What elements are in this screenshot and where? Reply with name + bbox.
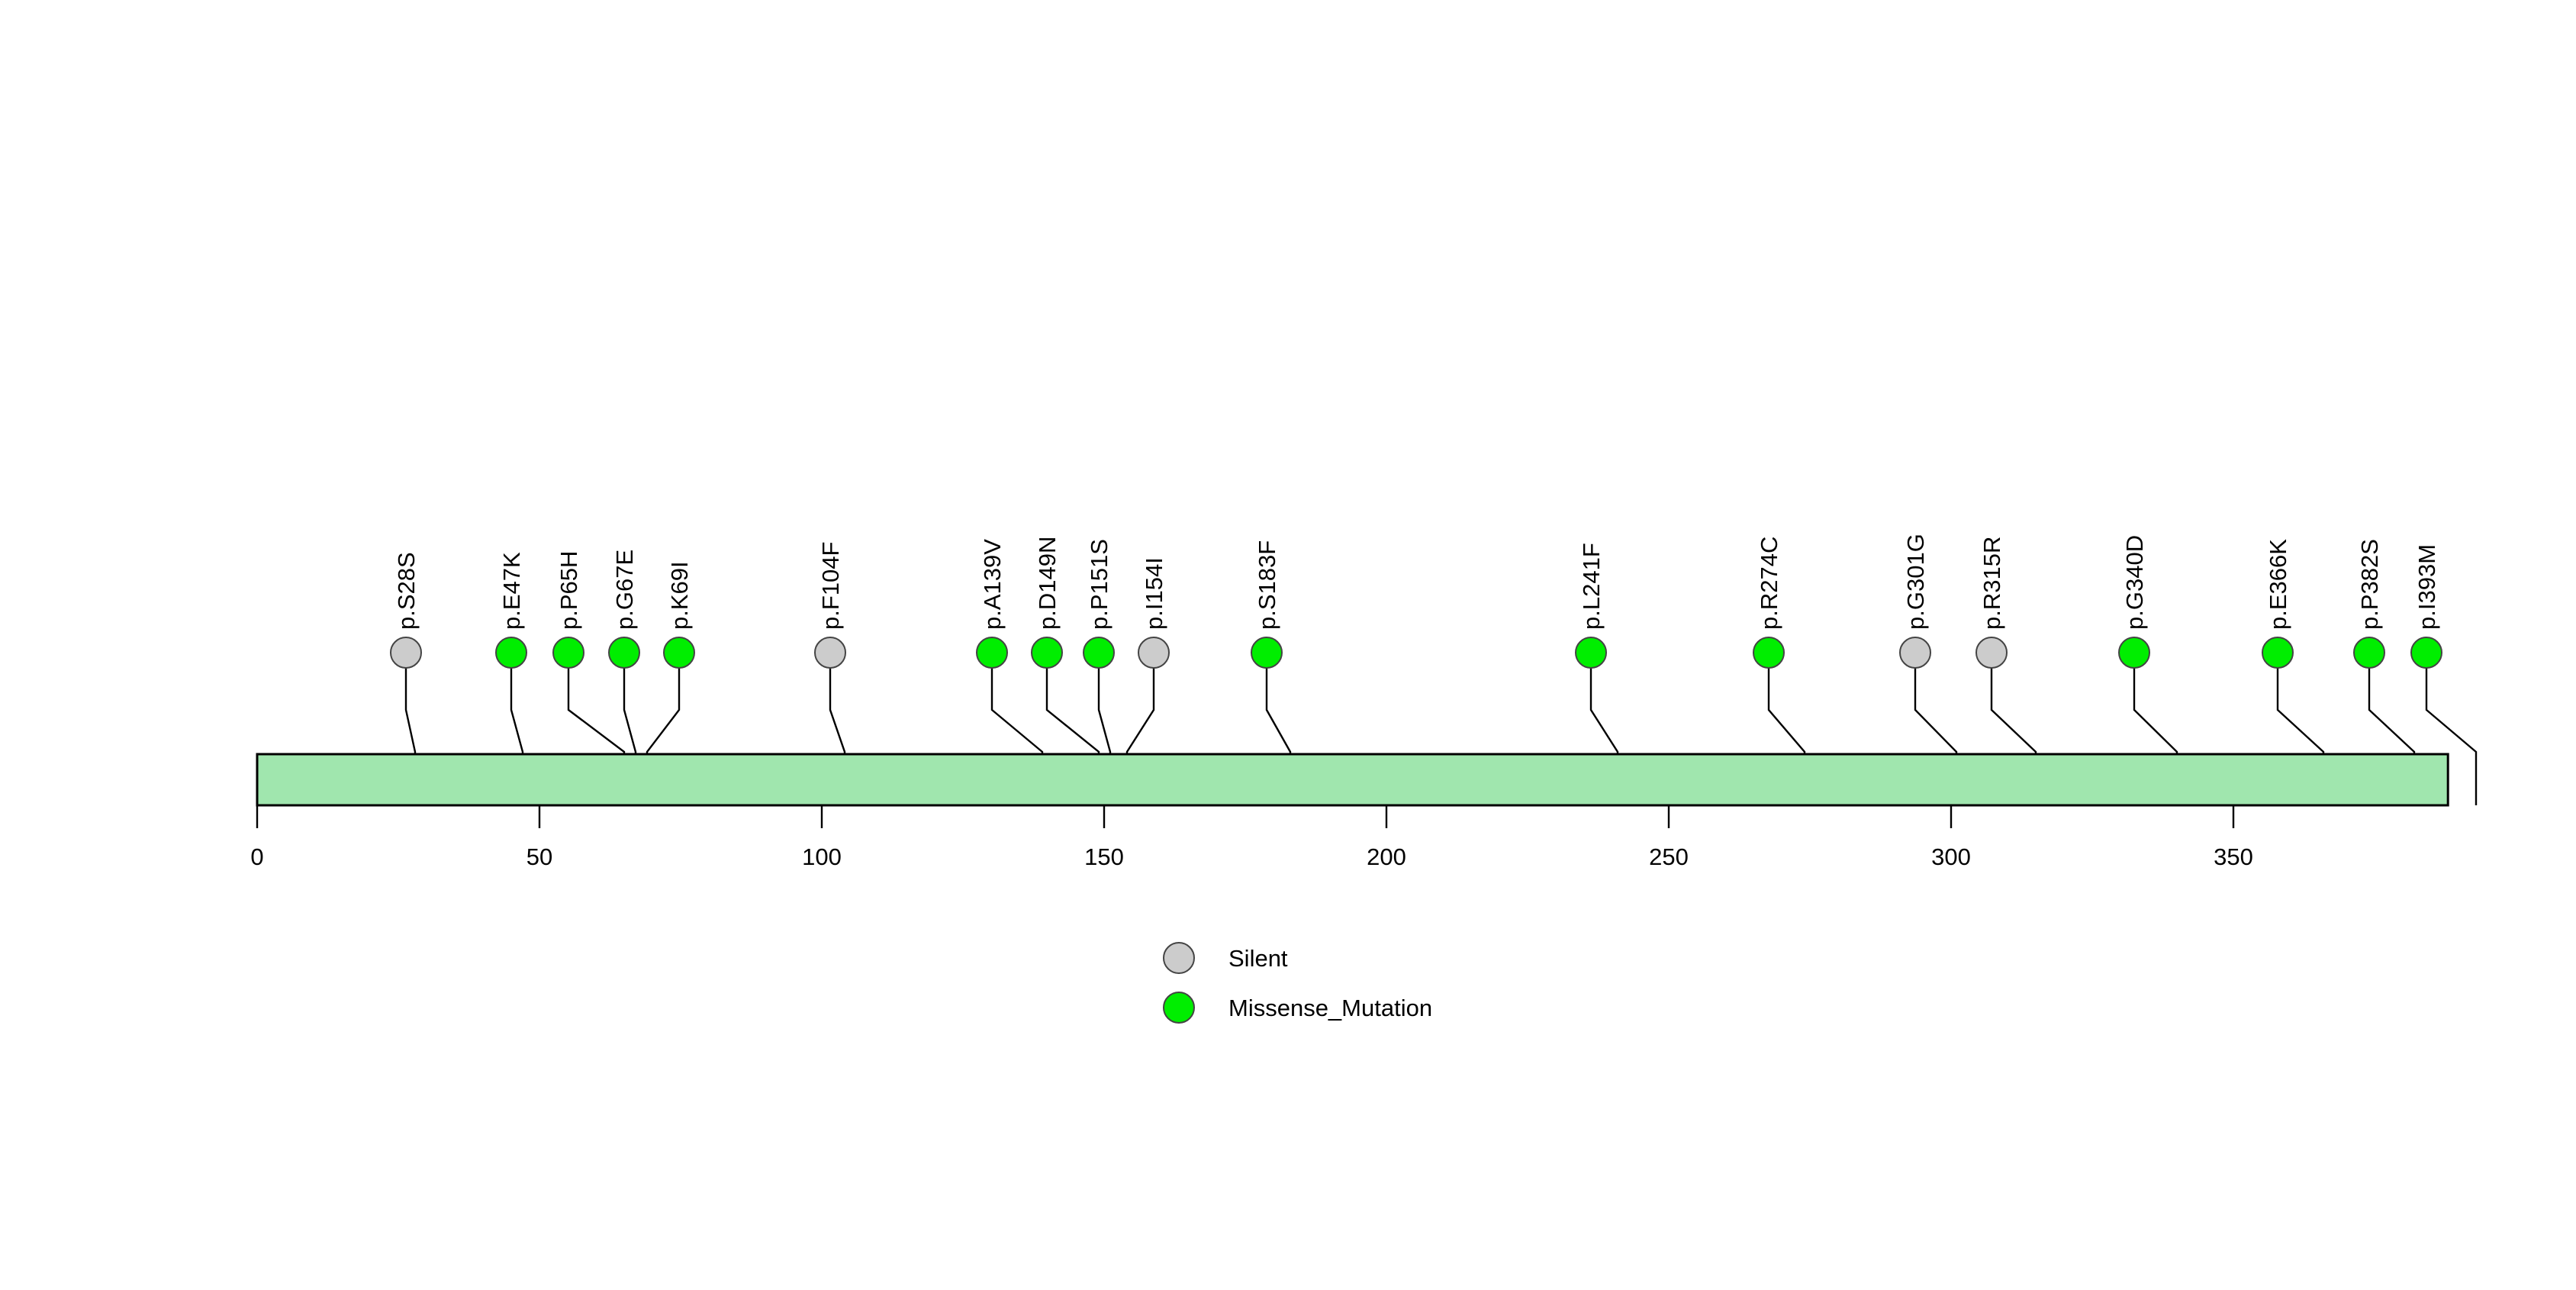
lollipop-head[interactable] — [976, 637, 1008, 669]
x-axis-group: 0 50 100 150 200 250 300 350 — [250, 805, 2253, 870]
mutation-label: p.I393M — [2413, 544, 2440, 630]
lollipop-head[interactable] — [552, 637, 584, 669]
legend-swatch[interactable] — [1163, 992, 1195, 1024]
lollipop-head[interactable] — [1251, 637, 1283, 669]
axis-tick-label: 50 — [526, 843, 552, 870]
mutation-label: p.S28S — [393, 552, 420, 630]
mutation-label: p.E47K — [498, 552, 525, 630]
lollipop-head[interactable] — [1575, 637, 1607, 669]
mutation-labels-group: p.S28S p.E47K p.P65H p.G67E p.K69I p.F104F p.A… — [393, 534, 2440, 630]
lollipop-head[interactable] — [608, 637, 640, 669]
legend-label: Missense_Mutation — [1228, 995, 1432, 1021]
mutation-label: p.P65H — [555, 551, 582, 630]
mutation-label: p.S183F — [1254, 540, 1280, 630]
lollipop-head[interactable] — [814, 637, 846, 669]
axis-tick-label: 350 — [2214, 843, 2253, 870]
mutation-label: p.P382S — [2356, 539, 2383, 630]
mutation-label: p.F104F — [817, 542, 844, 630]
lollipop-head[interactable] — [2353, 637, 2385, 669]
axis-tick-label: 0 — [250, 843, 263, 870]
mutation-label: p.R315R — [1979, 537, 2005, 630]
axis-tick-label: 300 — [1931, 843, 1971, 870]
legend-label: Silent — [1228, 945, 1288, 972]
mutation-label: p.I154I — [1141, 557, 1167, 630]
axis-tick-label: 250 — [1649, 843, 1689, 870]
lollipop-head[interactable] — [1138, 637, 1170, 669]
lollipop-heads-group — [390, 637, 2442, 669]
lollipop-head[interactable] — [1753, 637, 1785, 669]
lollipop-head[interactable] — [1083, 637, 1115, 669]
lollipop-head[interactable] — [1031, 637, 1063, 669]
lollipop-stem — [2425, 637, 2478, 805]
lollipop-head[interactable] — [663, 637, 695, 669]
lollipop-head[interactable] — [2410, 637, 2442, 669]
lollipop-head[interactable] — [2118, 637, 2150, 669]
mutation-label: p.G67E — [611, 550, 638, 630]
protein-domain-bar-group — [256, 753, 2449, 807]
lollipop-head[interactable] — [495, 637, 527, 669]
mutation-label: p.G301G — [1902, 534, 1929, 630]
mutation-label: p.R274C — [1756, 537, 1782, 630]
mutation-label: p.E366K — [2265, 539, 2291, 630]
lollipop-head[interactable] — [1975, 637, 2008, 669]
axis-tick-label: 200 — [1367, 843, 1406, 870]
axis-tick-label: 150 — [1084, 843, 1124, 870]
protein-domain-bar — [256, 753, 2449, 807]
mutation-label: p.L241F — [1578, 543, 1605, 630]
axis-tick-label: 100 — [802, 843, 842, 870]
lollipop-head[interactable] — [2262, 637, 2294, 669]
mutation-label: p.K69I — [666, 561, 693, 630]
mutation-label: p.G340D — [2121, 535, 2148, 630]
mutation-label: p.A139V — [979, 539, 1006, 630]
mutation-label: p.D149N — [1034, 537, 1061, 630]
legend-swatch[interactable] — [1163, 942, 1195, 974]
lollipop-head[interactable] — [390, 637, 422, 669]
lollipop-head[interactable] — [1899, 637, 1931, 669]
mutation-label: p.P151S — [1086, 539, 1113, 630]
